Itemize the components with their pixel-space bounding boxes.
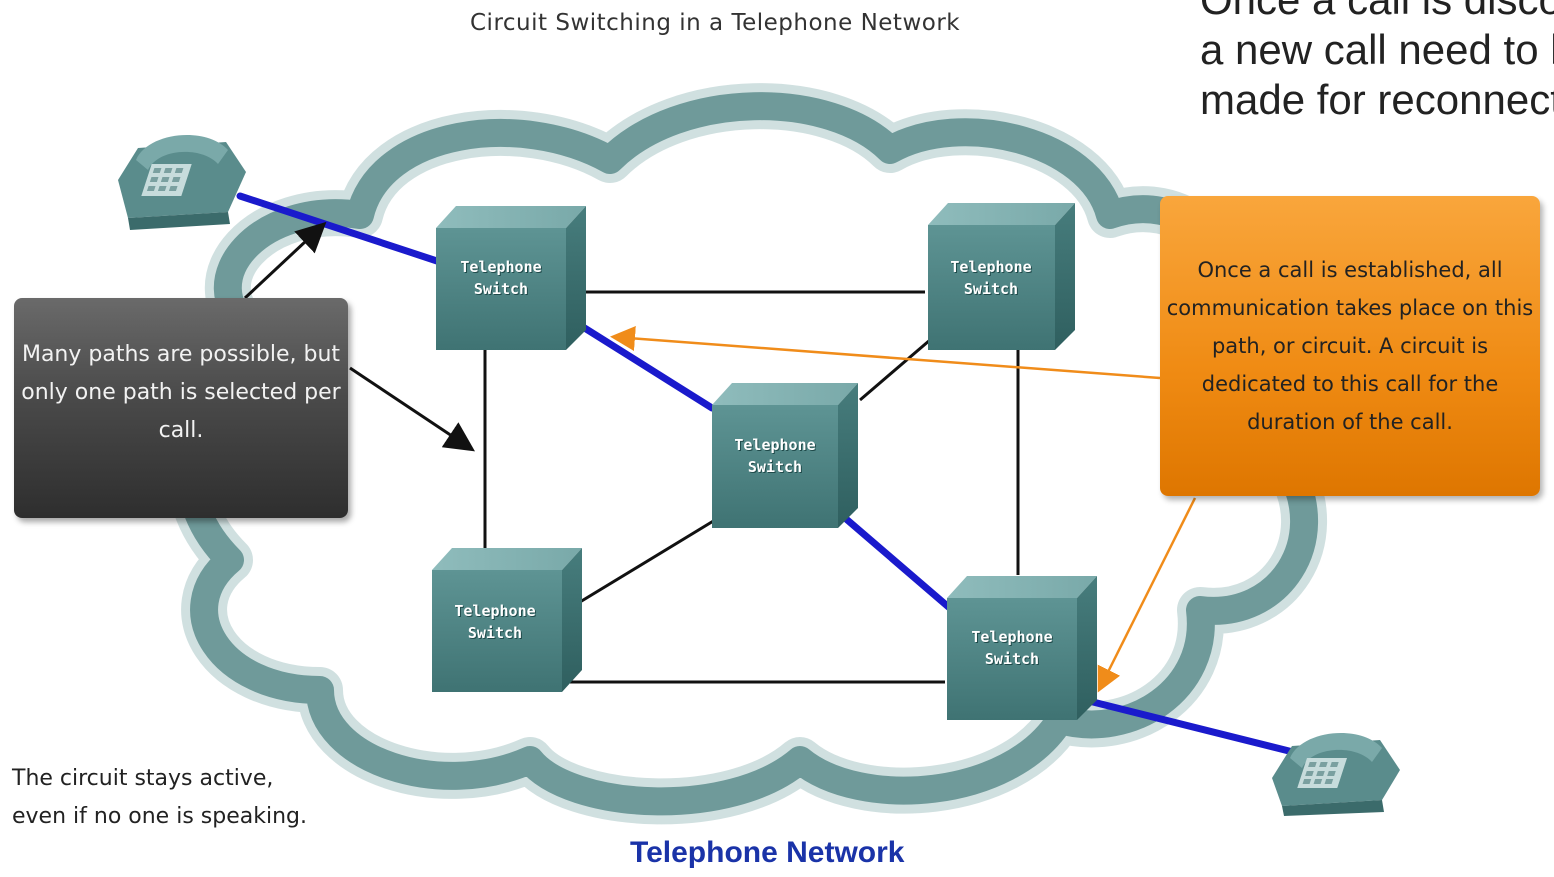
callout-right-arrows (610, 326, 1197, 693)
callout-many-paths-text: Many paths are possible, but only one pa… (21, 342, 341, 443)
switch-bottom-right (947, 576, 1097, 720)
diagram-title: Circuit Switching in a Telephone Network (470, 10, 961, 36)
path-phone-to-switch (236, 192, 444, 266)
switch-label-line2: Switch (467, 624, 523, 642)
link-center-bottomleft (574, 518, 716, 607)
switch-label-top-left: Telephone Switch (441, 256, 561, 300)
switch-label-line2: Switch (747, 458, 803, 476)
callout-many-paths: Many paths are possible, but only one pa… (14, 298, 348, 518)
telephone-icon (1272, 733, 1400, 816)
switch-label-line1: Telephone (454, 602, 536, 620)
switch-label-bottom-left: Telephone Switch (435, 600, 555, 644)
network-cloud (167, 83, 1339, 825)
telephone-icon (118, 135, 246, 230)
path-center-to-switch (841, 514, 956, 614)
switch-top-left (436, 206, 586, 350)
switch-label-line1: Telephone (460, 258, 542, 276)
orange-arrow-to-switch (1097, 497, 1197, 693)
slide-note-line2: a new call need to be (1200, 26, 1554, 73)
arrow-to-path (243, 221, 327, 300)
switch-top-right (928, 203, 1075, 350)
arrow-to-link (349, 366, 475, 452)
inactive-links (483, 290, 1020, 684)
slide-note: Once a call is disconnected, a new call … (1200, 0, 1554, 125)
switch-label-bottom-right: Telephone Switch (952, 626, 1072, 670)
switch-label-line1: Telephone (734, 436, 816, 454)
switch-label-center: Telephone Switch (715, 434, 835, 478)
path-switch-to-phone (1081, 696, 1309, 759)
slide-note-line3: made for reconnection (1200, 76, 1554, 123)
circuit-active-note-line2: even if no one is speaking. (12, 804, 307, 829)
switch-bottom-left (432, 548, 582, 692)
callout-circuit-established: Once a call is established, all communic… (1160, 196, 1540, 496)
switch-label-line2: Switch (473, 280, 529, 298)
switch-label-line2: Switch (984, 650, 1040, 668)
switch-label-line1: Telephone (950, 258, 1032, 276)
switch-label-top-right: Telephone Switch (931, 256, 1051, 300)
switch-label-line2: Switch (963, 280, 1019, 298)
circuit-active-note: The circuit stays active, even if no one… (12, 760, 307, 836)
circuit-active-note-line1: The circuit stays active, (12, 766, 274, 791)
switch-center (712, 383, 858, 528)
callout-left-arrows (243, 221, 475, 452)
path-switch-to-center (571, 318, 716, 412)
network-label: Telephone Network (630, 836, 905, 869)
switch-label-line1: Telephone (971, 628, 1053, 646)
link-center-topright (859, 338, 931, 402)
active-circuit-path (236, 192, 1309, 759)
slide-note-line1: Once a call is disconnected, (1200, 0, 1554, 25)
callout-circuit-established-text: Once a call is established, all communic… (1166, 258, 1534, 434)
orange-arrow-to-path (610, 326, 1161, 380)
